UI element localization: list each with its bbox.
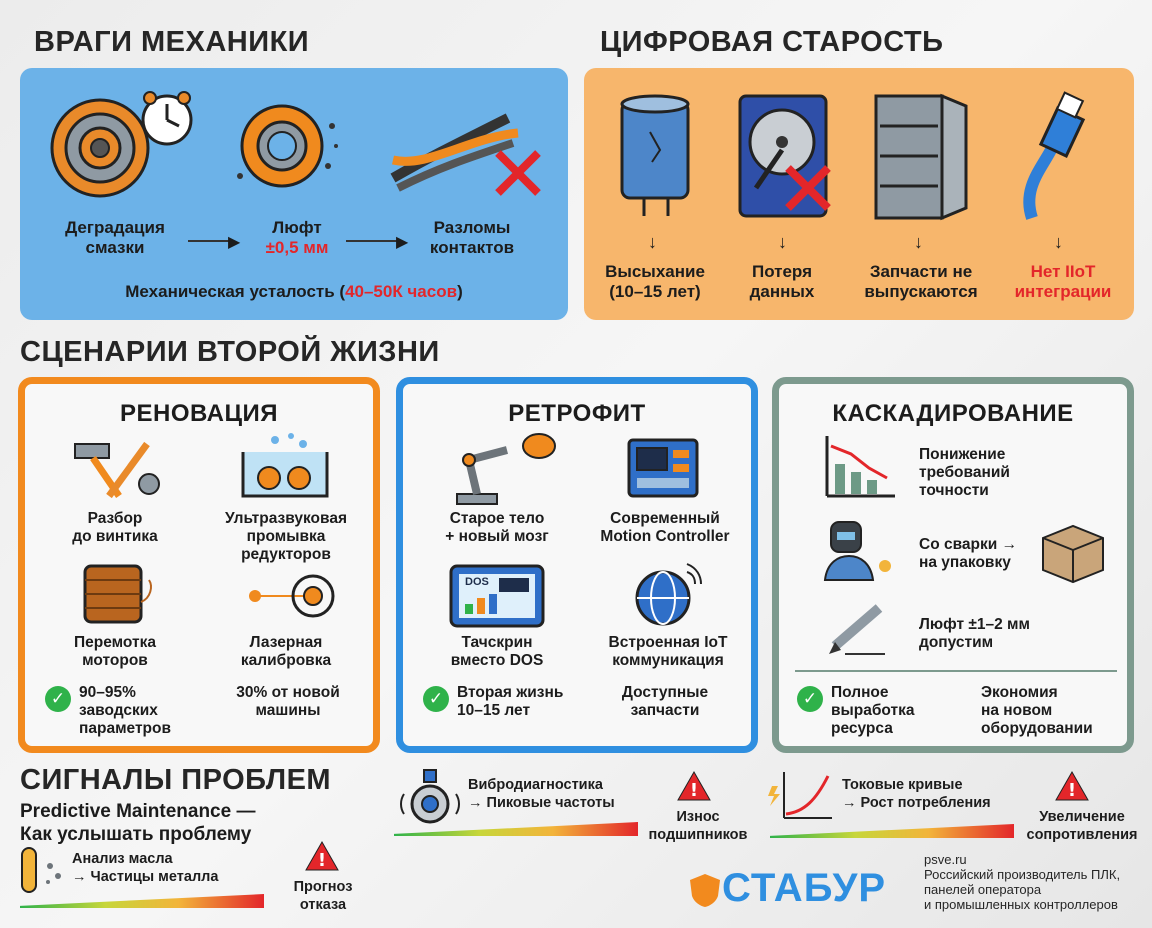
retrofit-check-icon: ✓ [423,686,449,712]
signal-current-text: Токовые кривые→ Рост потребления [842,777,991,811]
brand-info: psve.ru Российский производитель ПЛК,пан… [924,852,1121,912]
retrofit-title: РЕТРОФИТ [508,400,646,427]
worn-gear-icon [232,96,342,196]
current-curve-icon [768,770,834,824]
renovation-check-icon: ✓ [45,686,71,712]
welder-icon [819,518,899,584]
cascade-title: КАСКАДИРОВАНИЕ [832,400,1074,427]
digital-arrow-3: ↓ [914,232,923,252]
current-warning-icon: ! [1054,770,1090,802]
oil-gauge-bar [20,894,264,908]
spare-parts-cabinet-icon [870,92,970,222]
cascade-item-repurpose: Со сварки →на упаковку [919,536,1018,571]
vibration-bearing-icon [398,768,462,826]
section-title-digital: ЦИФРОВАЯ СТАРОСТЬ [600,26,944,58]
dos-label: DOS [465,576,489,588]
broken-cables-icon [388,98,548,198]
mech-fatigue-line: Механическая усталость (40–50К часов) [125,282,463,301]
motor-coil-icon [77,562,157,626]
hard-drive-icon [736,92,836,222]
oil-test-tube-icon [18,846,68,896]
oil-warning-icon: ! [304,840,340,872]
retrofit-item-brain: Старое тело+ новый мозг [445,510,549,545]
svg-text:!: ! [690,780,698,801]
pencil-icon [825,602,891,658]
mech-label-backlash: Люфт±0,5 мм [265,218,329,257]
digital-arrow-2: ↓ [778,232,787,252]
cascade-check-icon: ✓ [797,686,823,712]
hammer-screwdriver-icon [69,438,161,502]
signal-vibro-text: Вибродиагностика→ Пиковые частоты [468,777,615,811]
ethernet-cable-icon [1012,88,1102,228]
arrow-2 [346,240,402,242]
package-box-icon [1037,522,1109,584]
arrow-1-head: ▶ [228,234,241,251]
vibro-warning-icon: ! [676,770,712,802]
section-title-signals: СИГНАЛЫ ПРОБЛЕМ [20,764,332,796]
laser-target-icon [235,568,335,624]
robot-arm-brain-icon [447,430,557,508]
declining-chart-icon [821,434,897,500]
retrofit-card: РЕТРОФИТ Старое тело+ новый мозг Совреме… [396,377,758,753]
digital-label-drying: Высыхание(10–15 лет) [605,262,705,301]
motion-controller-board-icon [625,436,701,502]
current-gauge-bar [770,824,1014,838]
brand-logo: СТАБУР [722,866,887,910]
arrow-2-head: ▶ [396,234,409,251]
section-title-mech: ВРАГИ МЕХАНИКИ [34,26,310,58]
renovation-title: РЕНОВАЦИЯ [119,400,278,427]
ultrasonic-bath-icon [239,432,331,504]
capacitor-icon [616,92,696,222]
gear-clock-icon [42,90,202,200]
arrow-1 [188,240,234,242]
cascade-divider [795,670,1117,672]
signal-oil-text: Анализ масла→ Частицы металла [72,851,219,885]
pm-title: Predictive Maintenance —Как услышать про… [20,801,256,845]
digital-arrow-4: ↓ [1054,232,1063,252]
brand-site[interactable]: psve.ru [924,852,967,867]
section-title-second-life: СЦЕНАРИИ ВТОРОЙ ЖИЗНИ [20,336,440,368]
brand-shield-icon [688,872,722,908]
svg-text:!: ! [318,850,326,871]
digital-arrow-1: ↓ [648,232,657,252]
globe-wireless-icon [633,556,707,628]
svg-text:!: ! [1068,780,1076,801]
touchscreen-dos-icon [449,564,545,628]
